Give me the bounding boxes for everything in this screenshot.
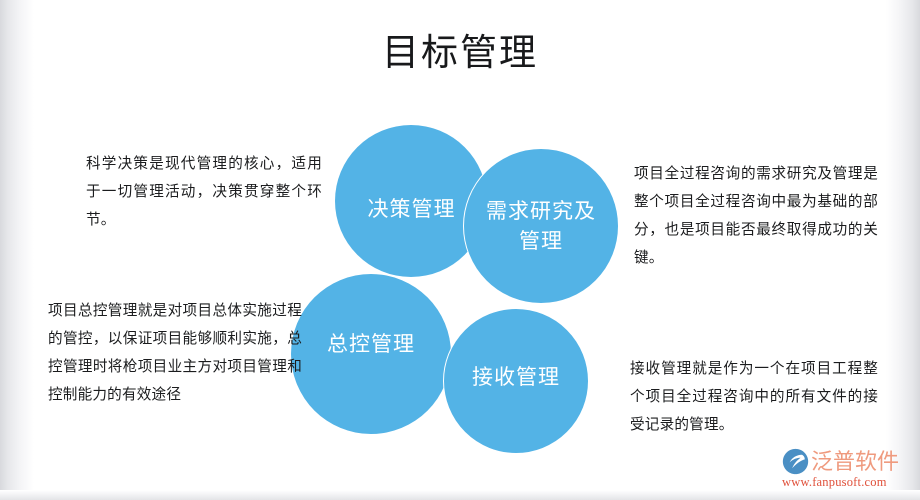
description-top-left: 科学决策是现代管理的核心，适用于一切管理活动，决策贯穿整个环节。 xyxy=(86,156,322,228)
page-title: 目标管理 xyxy=(382,32,538,73)
watermark-brand: 泛普软件 xyxy=(811,448,900,474)
watermark-logo: 泛普软件 www.fanpusoft.com xyxy=(782,447,910,493)
swoosh-logo-icon xyxy=(782,448,809,474)
description-top-right: 项目全过程咨询的需求研究及管理是整个项目全过程咨询中最为基础的部分，也是项目能否… xyxy=(634,166,878,266)
venn-label-receive: 接收管理 xyxy=(472,366,560,389)
venn-label-decision: 决策管理 xyxy=(367,198,456,221)
venn-label-control: 总控管理 xyxy=(327,333,415,356)
venn-circle-control[interactable] xyxy=(291,274,451,434)
venn-circle-receive[interactable] xyxy=(443,308,589,454)
description-bottom-right: 接收管理就是作为一个在项目工程整个项目全过程咨询中的所有文件的接受记录的管理。 xyxy=(630,361,878,433)
watermark-url: www.fanpusoft.com xyxy=(782,475,887,489)
venn-circle-demand[interactable] xyxy=(463,148,619,304)
venn-circle-decision[interactable] xyxy=(335,125,487,277)
description-bottom-left: 项目总控管理就是对项目总体实施过程的管控，以保证项目能够顺利实施，总控管理时将枪… xyxy=(48,303,302,403)
venn-label-demand: 需求研究及 管理 xyxy=(486,200,596,253)
